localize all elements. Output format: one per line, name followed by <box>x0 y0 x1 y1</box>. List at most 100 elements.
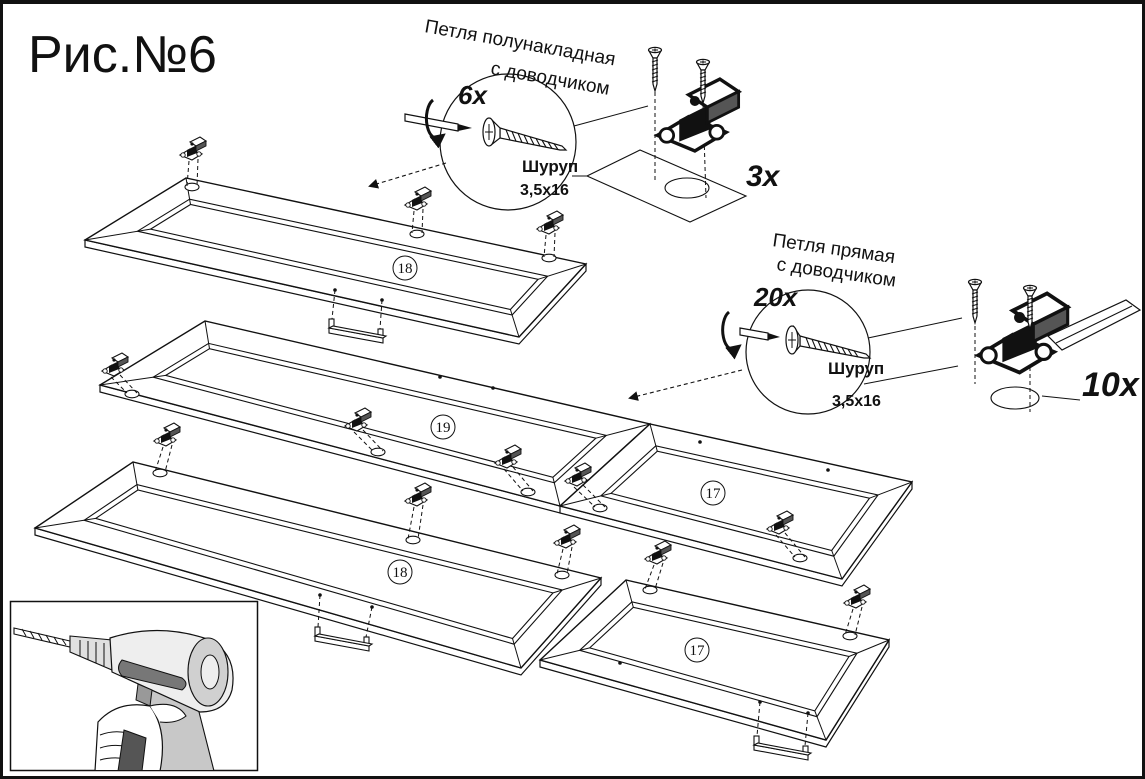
hinge-assembly <box>101 352 140 399</box>
hinge-cup-hole <box>405 535 421 545</box>
panel-labels: 18 19 17 18 17 <box>387 255 726 663</box>
panel-miter-joint <box>84 228 151 241</box>
door-fittings <box>101 136 871 761</box>
hinge-guide-line <box>582 484 606 508</box>
semi-overlay-hinge-count: 3x <box>746 160 781 193</box>
handle-guide-line <box>331 289 336 320</box>
drill-vent-slot <box>118 659 187 691</box>
panel-miter-joint <box>204 320 210 349</box>
hinge-assembly <box>642 540 672 595</box>
panel-miter-joint <box>559 492 612 507</box>
semi-overlay-screw-size: 3,5x16 <box>520 182 569 199</box>
rotate-arrow-icon <box>424 98 446 149</box>
hinge-assembly <box>842 584 871 641</box>
panel-miter-joint <box>552 577 602 594</box>
hinge-assembly <box>152 422 181 478</box>
panel-miter-joint <box>99 374 166 386</box>
handle-guide-line <box>804 712 809 747</box>
panel-18-lower <box>33 461 603 676</box>
handle-lower-right <box>753 701 812 761</box>
panel-label-17-upper: 17 <box>700 480 726 506</box>
wood-screw-icon <box>482 117 568 151</box>
hinge-assembly <box>494 444 536 497</box>
panel-number: 17 <box>706 486 722 502</box>
pilot-hole <box>618 661 622 665</box>
panel-label-17-lower: 17 <box>684 637 710 663</box>
hinge-guide-line <box>854 606 863 636</box>
hinge-guide-line <box>566 546 573 575</box>
panel-miter-joint <box>34 517 96 529</box>
sleeve-cuff <box>117 729 147 770</box>
hand-thumb <box>149 703 187 723</box>
wood-screw-icon <box>785 325 872 359</box>
panel-number: 18 <box>398 261 413 277</box>
semi-overlay-screw-count: 6x <box>458 80 488 110</box>
hinge-assembly <box>404 186 432 239</box>
hinge-cup-hole <box>124 389 140 399</box>
hinge-guide-line <box>164 444 173 473</box>
pilot-hole <box>491 386 495 390</box>
hinge-cup-hole <box>520 487 536 497</box>
page-top-band <box>0 0 1145 4</box>
handle-upper <box>328 289 387 344</box>
straight-screw-count: 20x <box>753 282 799 312</box>
panel-miter-joint <box>649 423 658 452</box>
hinge-arm-edge <box>1055 305 1133 344</box>
panel-17-lower <box>538 579 891 748</box>
pilot-hole <box>698 440 702 444</box>
drill-bit-flutes <box>21 628 67 646</box>
handle-guide-line <box>317 594 321 628</box>
hinge-cup-hole <box>541 253 557 263</box>
hinge-cup-hole <box>592 503 608 513</box>
hinge-guide-line <box>844 608 854 636</box>
straight-hinge-count: 10x <box>1082 366 1141 404</box>
callout-connector <box>1041 395 1081 401</box>
panel-miter-joint <box>539 647 590 661</box>
panel-miter-joint <box>185 177 191 205</box>
panel-number: 18 <box>393 565 408 581</box>
hinge-guide-line <box>556 548 564 575</box>
panel-miter-joint <box>512 638 522 669</box>
panel-label-18-lower: 18 <box>387 559 413 585</box>
hinge-cup-hole <box>409 229 425 239</box>
placement-arrow <box>628 369 743 401</box>
semi-overlay-screw-name: Шуруп <box>522 157 578 176</box>
handle-lower-left <box>314 594 373 652</box>
hinge-guide-line <box>644 564 655 590</box>
hinge-guide-line <box>362 429 384 452</box>
hinge-guide-line <box>417 504 424 540</box>
drill-icon <box>13 627 234 770</box>
screw-detail-circle <box>745 289 871 415</box>
hinge-assembly <box>344 407 386 457</box>
hinge-guide-line <box>154 446 164 473</box>
panel-miter-joint <box>869 481 913 499</box>
hinge-guide-line <box>512 466 534 492</box>
panel-number: 19 <box>436 420 451 436</box>
hinge-guide-line <box>353 431 374 452</box>
hinge-assembly <box>179 136 207 192</box>
hinge-assembly <box>404 482 432 545</box>
hinge-guide-line <box>654 562 664 590</box>
panel-miter-joint <box>848 639 890 657</box>
hinge-cup-hole <box>664 177 710 199</box>
pilot-hole <box>438 375 442 379</box>
straight-screw-name: Шуруп <box>828 359 884 378</box>
hinge-cup-hole <box>990 386 1040 410</box>
callout-connector <box>867 317 963 339</box>
panel-number: 17 <box>690 643 706 659</box>
panel-miter-joint <box>552 477 561 507</box>
figure-title: Рис.№6 <box>28 26 217 84</box>
hinge-assembly <box>553 524 581 580</box>
hinge-guide-line <box>573 486 596 508</box>
panel-miter-joint <box>509 309 520 338</box>
callout-connector <box>573 105 649 127</box>
pilot-hole <box>826 468 830 472</box>
handle-guide-line <box>365 606 373 638</box>
hinge-assembly <box>766 510 808 563</box>
panel-miter-joint <box>625 579 634 608</box>
hinge-cup-hole <box>152 468 168 478</box>
drill-inset <box>9 600 259 772</box>
hinge-cup-hole <box>842 631 858 641</box>
hinge-cup-hole <box>184 182 200 192</box>
hinge-guide-line <box>411 210 415 234</box>
